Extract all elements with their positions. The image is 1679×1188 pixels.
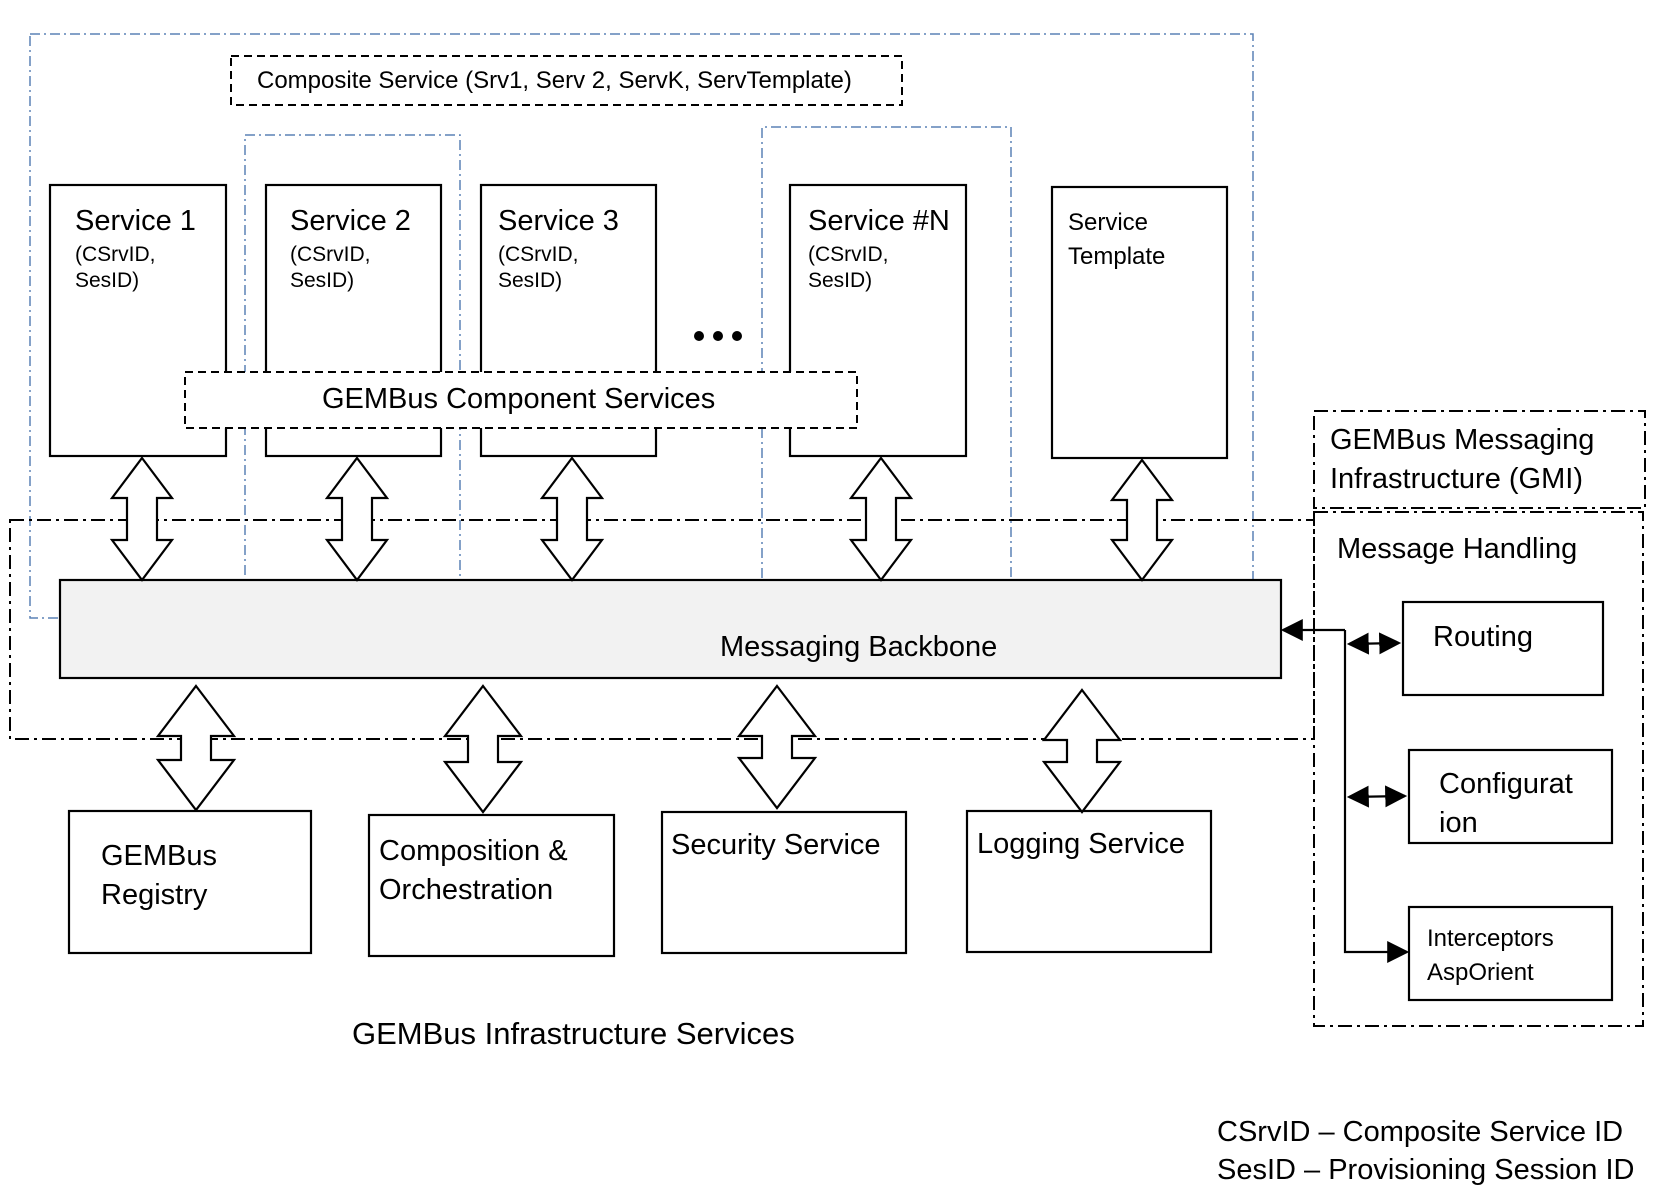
routing-box[interactable] — [1401, 600, 1605, 697]
service-3-arrow — [539, 456, 605, 582]
service-2-arrow — [324, 456, 390, 582]
component-services-box — [184, 371, 858, 429]
configuration-link-arrow — [1346, 785, 1408, 808]
gmi-label: GEMBus Messaging Infrastructure (GMI) — [1330, 424, 1595, 496]
service-template-label: Service Template — [1068, 209, 1166, 270]
service-template-box[interactable] — [1050, 185, 1229, 460]
service-template-arrow — [1109, 458, 1175, 582]
message-handling-label: Message Handling — [1337, 533, 1578, 565]
service-2-params: (CSrvID, SesID) — [290, 243, 371, 293]
message-handling-box — [1313, 511, 1644, 1027]
registry-box[interactable] — [67, 809, 313, 955]
legend-sesid: SesID – Provisioning Session ID — [1217, 1154, 1635, 1186]
legend-csrvid: CSrvID – Composite Service ID — [1217, 1116, 1624, 1148]
composition-arrow — [442, 684, 524, 814]
routing-label: Routing — [1433, 621, 1533, 653]
security-box[interactable] — [660, 810, 908, 955]
logging-label: Logging Service — [977, 828, 1185, 860]
configuration-label: Configurat ion — [1439, 768, 1573, 840]
component-services-label: GEMBus Component Services — [322, 383, 716, 415]
service-3-params: (CSrvID, SesID) — [498, 243, 579, 293]
messaging-backbone-box[interactable] — [58, 578, 1283, 680]
composite-service-label: Composite Service (Srv1, Serv 2, ServK, … — [257, 67, 852, 94]
composition-box[interactable] — [367, 813, 616, 958]
composite-service-box — [230, 55, 903, 106]
security-arrow — [736, 684, 818, 810]
routing-link-arrow — [1346, 632, 1402, 655]
logging-arrow — [1041, 688, 1123, 814]
service-2-name: Service 2 — [290, 205, 411, 237]
service-1-params: (CSrvID, SesID) — [75, 243, 156, 293]
messaging-backbone-label: Messaging Backbone — [720, 631, 998, 663]
service-1-arrow — [109, 456, 175, 582]
registry-arrow — [155, 684, 237, 812]
composition-label: Composition & Orchestration — [379, 835, 568, 907]
security-label: Security Service — [671, 829, 881, 861]
infrastructure-services-title: GEMBus Infrastructure Services — [352, 1016, 795, 1051]
interceptors-box[interactable] — [1407, 905, 1614, 1002]
interceptors-label: Interceptors AspOrient — [1427, 925, 1554, 986]
backbone-link-line — [1343, 630, 1410, 963]
service-n-name: Service #N — [808, 205, 950, 237]
service-3-name: Service 3 — [498, 205, 619, 237]
registry-label: GEMBus Registry — [101, 840, 218, 912]
configuration-box[interactable] — [1407, 748, 1614, 845]
logging-box[interactable] — [965, 809, 1213, 954]
service-n-params: (CSrvID, SesID) — [808, 243, 889, 293]
gmi-title-box — [1313, 410, 1646, 509]
service-1-name: Service 1 — [75, 205, 196, 237]
ellipsis-dots — [694, 331, 742, 341]
service-n-arrow — [848, 456, 914, 582]
